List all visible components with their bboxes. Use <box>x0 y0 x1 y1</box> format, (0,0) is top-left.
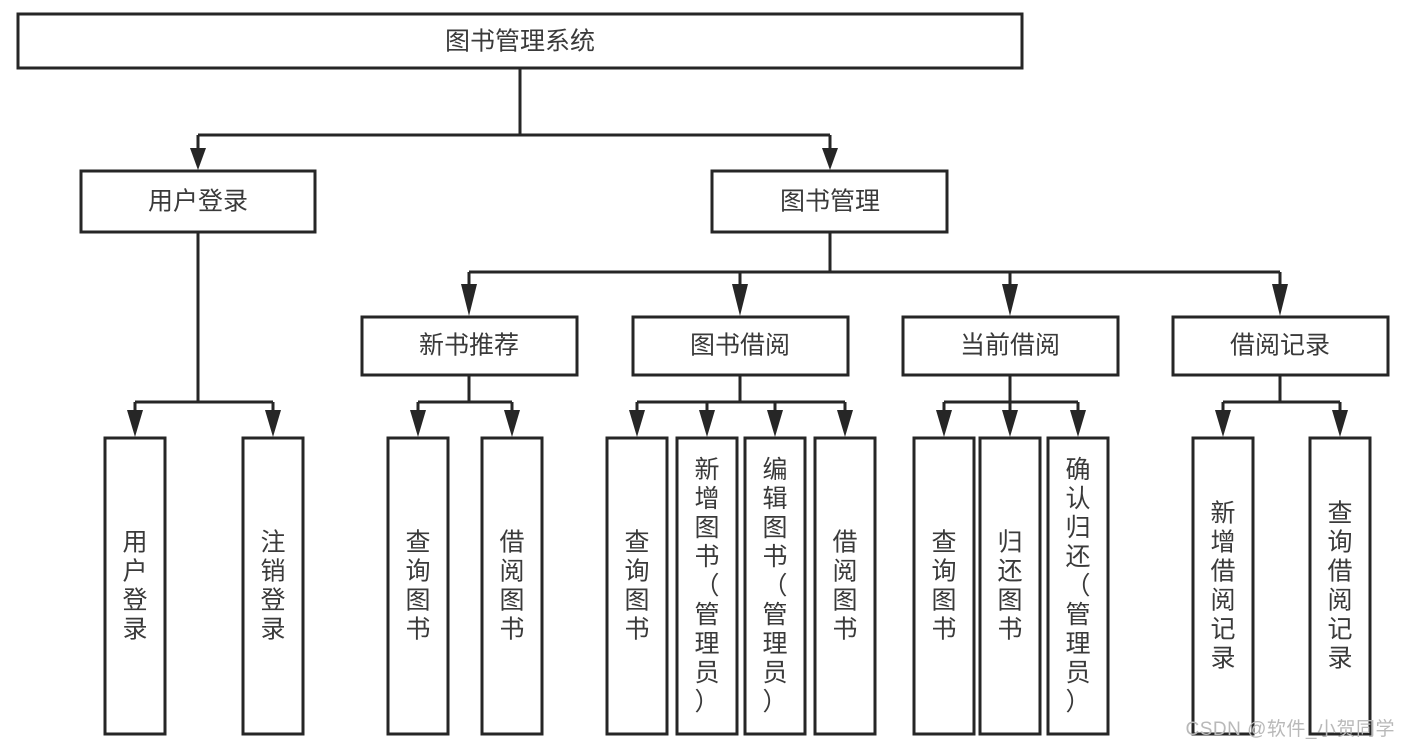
arrowhead-user-login <box>190 148 206 170</box>
arrowhead-leaf-user-login <box>127 410 143 437</box>
leaf-recommend-query-book-box[interactable] <box>386 436 450 736</box>
leaf-current-query-book-box[interactable] <box>912 436 976 736</box>
leaf-current-query-book-label: 查询图书 <box>931 529 956 644</box>
leaf-logout[interactable]: 注销登录 <box>241 436 305 736</box>
leaf-recommend-borrow-book-box[interactable] <box>480 436 544 736</box>
leaf-borrow-query-book[interactable]: 查询图书 <box>605 436 669 736</box>
leaf-recommend-borrow-book-label: 借阅图书 <box>499 529 524 644</box>
arrowhead-book-manage <box>822 148 838 170</box>
leaf-borrow-query-book-label: 查询图书 <box>624 529 649 644</box>
leaf-record-add-record-box[interactable] <box>1191 436 1255 736</box>
leaf-current-confirm-return-box[interactable] <box>1046 436 1110 736</box>
leaf-recommend-query-book-label: 查询图书 <box>405 529 430 644</box>
leaf-borrow-borrow-book-label: 借阅图书 <box>832 529 857 644</box>
node-user-login[interactable]: 用户登录 <box>79 169 317 234</box>
node-borrow-record-label: 借阅记录 <box>1230 332 1330 360</box>
node-book-manage[interactable]: 图书管理 <box>710 169 949 234</box>
arrowhead-current-leaf-1 <box>936 410 952 437</box>
arrowhead-leaf-logout <box>265 410 281 437</box>
leaf-borrow-query-book-box[interactable] <box>605 436 669 736</box>
arrowhead-new-book-recommend <box>461 284 477 316</box>
leaf-record-query-record-label: 查询借阅记录 <box>1327 500 1352 673</box>
arrowhead-record-leaf-2 <box>1332 410 1348 437</box>
node-book-borrow-label: 图书借阅 <box>690 332 790 360</box>
node-current-borrow-box[interactable] <box>901 315 1120 377</box>
arrowhead-recommend-leaf-2 <box>504 410 520 437</box>
leaf-recommend-borrow-book[interactable]: 借阅图书 <box>480 436 544 736</box>
leaf-record-add-record-label: 新增借阅记录 <box>1210 500 1235 673</box>
node-current-borrow-label: 当前借阅 <box>960 332 1060 360</box>
node-new-book-recommend-label: 新书推荐 <box>419 332 519 360</box>
arrowhead-record-leaf-1 <box>1215 410 1231 437</box>
arrowhead-current-borrow <box>1002 284 1018 316</box>
edges-layer <box>127 68 1348 437</box>
arrowhead-borrow-leaf-3 <box>767 410 783 437</box>
leaf-current-confirm-return[interactable]: 确认归还（管理员） <box>1046 436 1110 736</box>
leaf-current-return-book-label: 归还图书 <box>997 529 1022 644</box>
leaf-user-login[interactable]: 用户登录 <box>103 436 167 736</box>
leaf-borrow-add-book[interactable]: 新增图书（管理员） <box>675 436 739 736</box>
node-new-book-recommend-box[interactable] <box>360 315 579 377</box>
node-borrow-record[interactable]: 借阅记录 <box>1171 315 1390 377</box>
arrowhead-borrow-leaf-4 <box>837 410 853 437</box>
node-current-borrow[interactable]: 当前借阅 <box>901 315 1120 377</box>
leaf-borrow-borrow-book-box[interactable] <box>813 436 877 736</box>
node-root-label: 图书管理系统 <box>445 28 595 56</box>
node-root-box[interactable] <box>16 12 1024 70</box>
arrowhead-recommend-leaf-1 <box>410 410 426 437</box>
arrowhead-current-leaf-2 <box>1002 410 1018 437</box>
leaf-borrow-borrow-book[interactable]: 借阅图书 <box>813 436 877 736</box>
arrowhead-borrow-leaf-2 <box>699 410 715 437</box>
leaf-current-return-book[interactable]: 归还图书 <box>978 436 1042 736</box>
leaf-user-login-label: 用户登录 <box>122 529 147 644</box>
node-root[interactable]: 图书管理系统 <box>16 12 1024 70</box>
arrowhead-book-borrow <box>732 284 748 316</box>
node-user-login-box[interactable] <box>79 169 317 234</box>
arrowhead-borrow-leaf-1 <box>629 410 645 437</box>
leaf-current-query-book[interactable]: 查询图书 <box>912 436 976 736</box>
leaf-record-query-record[interactable]: 查询借阅记录 <box>1308 436 1372 736</box>
node-new-book-recommend[interactable]: 新书推荐 <box>360 315 579 377</box>
leaf-borrow-add-book-label: 新增图书（管理员） <box>694 456 719 716</box>
leaf-recommend-query-book[interactable]: 查询图书 <box>386 436 450 736</box>
arrowhead-borrow-record <box>1272 284 1288 316</box>
leaf-user-login-box[interactable] <box>103 436 167 736</box>
node-book-manage-box[interactable] <box>710 169 949 234</box>
node-borrow-record-box[interactable] <box>1171 315 1390 377</box>
leaf-borrow-edit-book[interactable]: 编辑图书（管理员） <box>743 436 807 736</box>
leaf-borrow-add-book-box[interactable] <box>675 436 739 736</box>
leaf-current-return-book-box[interactable] <box>978 436 1042 736</box>
node-book-borrow-box[interactable] <box>631 315 850 377</box>
node-book-borrow[interactable]: 图书借阅 <box>631 315 850 377</box>
leaf-record-query-record-box[interactable] <box>1308 436 1372 736</box>
leaf-logout-label: 注销登录 <box>260 529 285 644</box>
leaf-borrow-edit-book-box[interactable] <box>743 436 807 736</box>
watermark-text: CSDN @软件_小贺同学 <box>1185 719 1395 740</box>
node-user-login-label: 用户登录 <box>148 188 248 216</box>
node-book-manage-label: 图书管理 <box>780 188 880 216</box>
arrowhead-current-leaf-3 <box>1070 410 1086 437</box>
leaf-logout-box[interactable] <box>241 436 305 736</box>
leaf-borrow-edit-book-label: 编辑图书（管理员） <box>762 456 787 716</box>
leaf-current-confirm-return-label: 确认归还（管理员） <box>1065 456 1090 716</box>
leaf-record-add-record[interactable]: 新增借阅记录 <box>1191 436 1255 736</box>
